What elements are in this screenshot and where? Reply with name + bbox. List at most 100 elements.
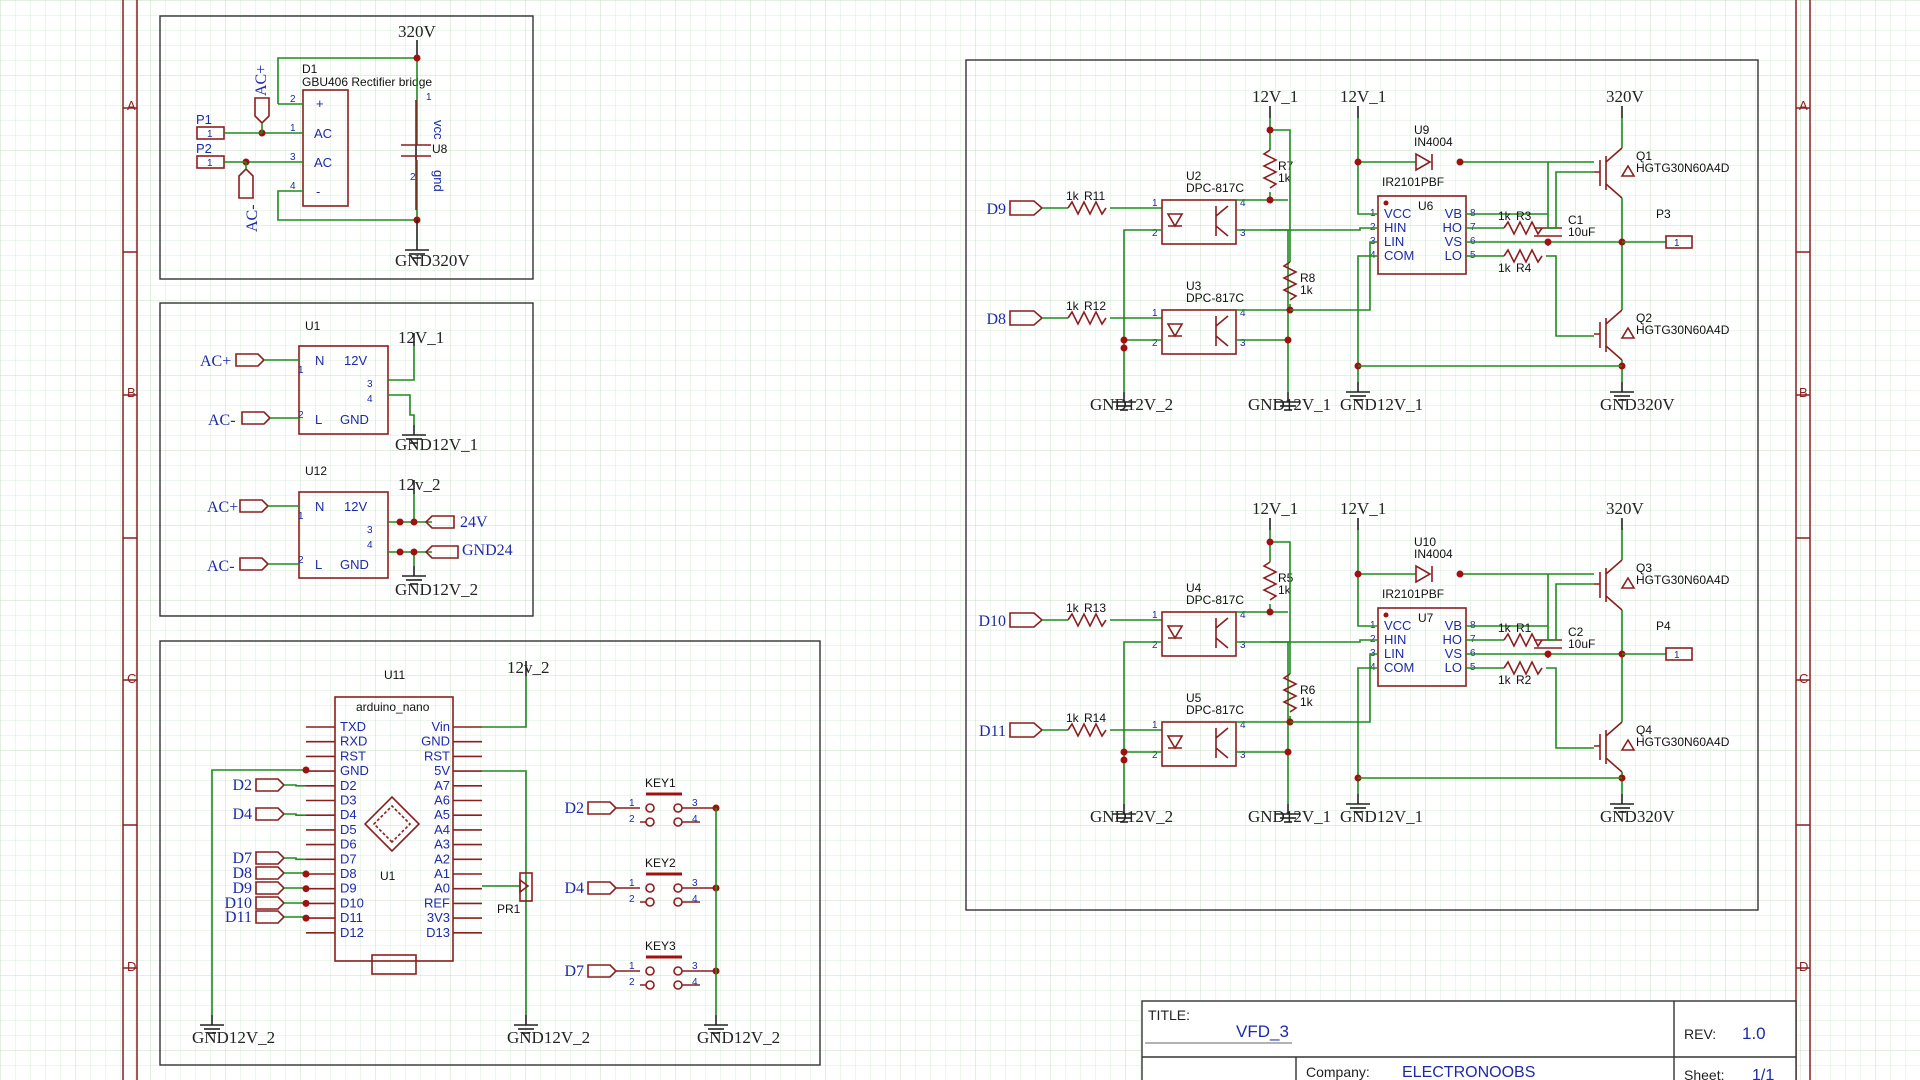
output-ref: P4: [1656, 619, 1671, 633]
wire: [1546, 255, 1594, 337]
junction: [302, 885, 310, 893]
diode-ref: U10: [1414, 535, 1436, 549]
net-port-acminus[interactable]: [241, 411, 272, 425]
junction: [1456, 570, 1464, 578]
potentiometer-pr1[interactable]: [519, 872, 533, 902]
psu-block[interactable]: U1 N 12V L GND 1 2 3 4 AC+ AC- 12V_1 GND…: [159, 302, 534, 617]
driver-bottom-input-port[interactable]: [1009, 722, 1044, 738]
wire: [1357, 255, 1378, 382]
driver-bottom-input-label: D10: [978, 613, 1006, 630]
net-port-gnd24[interactable]: [424, 545, 459, 559]
psu-module-u1[interactable]: [298, 345, 389, 435]
pin-number: 4: [1240, 610, 1246, 621]
net-port-acminus[interactable]: [239, 557, 270, 571]
ic-pin-label: VB: [1445, 618, 1462, 633]
arduino-pin-label: 5V: [434, 763, 450, 778]
igbt-ref: Q4: [1636, 723, 1652, 737]
net-port-acplus[interactable]: [239, 499, 270, 513]
arduino-net-port[interactable]: [255, 881, 286, 895]
pin-number: 1: [207, 158, 213, 169]
ic-pin-label: VCC: [1384, 206, 1411, 221]
arduino-pin-label: D10: [340, 895, 364, 910]
arduino-net-label: D11: [225, 909, 252, 926]
key-contact: [645, 883, 655, 893]
driver-bottom-output-connector[interactable]: [1665, 647, 1693, 661]
rectifier-block[interactable]: 320V D1 GBU406 Rectifier bridge + AC AC …: [159, 15, 534, 280]
arduino-nano[interactable]: [334, 696, 454, 962]
driver-top-input-port[interactable]: [1009, 310, 1044, 326]
key-contact: [645, 966, 655, 976]
key-net-port[interactable]: [587, 964, 618, 978]
arduino-inner-ref: U1: [380, 869, 396, 883]
arduino-pin-label: D3: [340, 793, 357, 808]
net-port-24v[interactable]: [424, 515, 455, 529]
resistor-ref: R2: [1516, 673, 1532, 687]
net-port-acminus[interactable]: [238, 167, 254, 199]
pin-number: 3: [1240, 640, 1246, 651]
arduino-pin-label: D12: [340, 925, 364, 940]
pin-number: 4: [367, 540, 373, 551]
resistor-ref: R3: [1516, 209, 1532, 223]
resistor-value: 1k: [1066, 299, 1080, 313]
ground-label: GND12V_2: [1090, 395, 1173, 414]
arduino-net-port[interactable]: [255, 910, 286, 924]
rev-value: 1.0: [1742, 1024, 1766, 1043]
resistor-ref: R12: [1084, 299, 1106, 313]
sheet-value: 1/1: [1752, 1067, 1774, 1080]
psu-pin-12v: 12V: [344, 353, 367, 368]
arduino-net-port[interactable]: [255, 866, 286, 880]
arduino-pin-label: D5: [340, 822, 357, 837]
row-marker-right: A: [1799, 98, 1808, 113]
net-port-acplus[interactable]: [235, 353, 266, 367]
diode-icon: [1415, 152, 1433, 172]
psu-module-u12[interactable]: [298, 491, 389, 579]
rectifier-bridge[interactable]: [302, 89, 349, 207]
net-port-acplus[interactable]: [254, 97, 270, 125]
arduino-net-port[interactable]: [255, 851, 286, 865]
ic-pin-label: COM: [1384, 248, 1414, 263]
rectifier-frame: [159, 15, 534, 280]
arduino-net-port[interactable]: [255, 896, 286, 910]
driver-top-input-port[interactable]: [1009, 200, 1044, 216]
rectifier-pin-ac1: AC: [314, 126, 332, 141]
ic-body: [1377, 607, 1467, 687]
igbt-icon: [1594, 721, 1623, 773]
key-net-label: D2: [564, 800, 584, 817]
arduino-net-port[interactable]: [255, 778, 286, 792]
driver-top-output-connector[interactable]: [1665, 235, 1693, 249]
arduino-pin-label: A0: [434, 881, 450, 896]
row-marker-left: A: [127, 98, 136, 113]
net-label: AC-: [207, 558, 235, 575]
arduino-net-port[interactable]: [255, 807, 286, 821]
wire: [1318, 639, 1378, 723]
arduino-block[interactable]: U11 arduino_nano TXDRXDRSTGNDD2D3D4D5D6D…: [159, 640, 821, 1066]
driver-bottom-input-port[interactable]: [1009, 612, 1044, 628]
pin-number: 1: [1152, 198, 1158, 209]
key-net-port[interactable]: [587, 881, 618, 895]
key-net-port[interactable]: [587, 801, 618, 815]
psu-pin-n: N: [315, 353, 324, 368]
arduino-pin-label: 3V3: [427, 910, 450, 925]
junction: [302, 914, 310, 922]
arduino-frame: [159, 640, 821, 1066]
